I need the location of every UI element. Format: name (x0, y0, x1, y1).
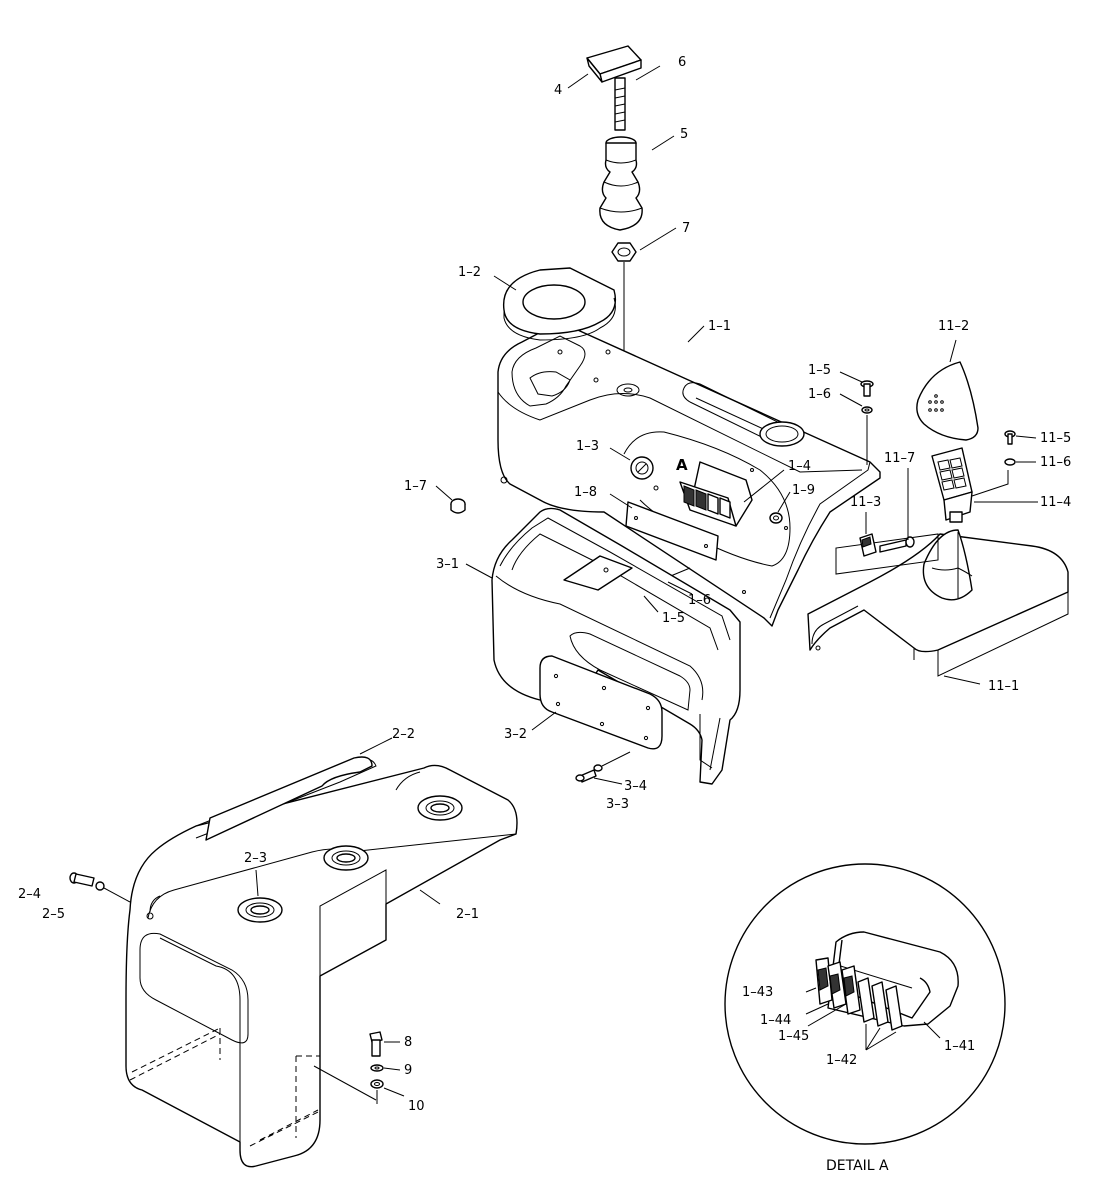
callout-3-2: 3–2 (504, 727, 527, 742)
callout-8: 8 (404, 1035, 412, 1050)
callout-11-6: 11–6 (1040, 455, 1071, 470)
callout-2-2: 2–2 (392, 727, 415, 742)
label-area-part-11 (835, 533, 939, 575)
ring-part-1-2 (502, 267, 617, 341)
callout-5: 5 (680, 127, 688, 142)
plate-part-3-2 (539, 655, 663, 750)
callout-6: 6 (678, 55, 686, 70)
callout-1-9: 1–9 (792, 483, 815, 498)
cover-part-2-2 (205, 756, 373, 841)
screw-part-3-3 (575, 769, 597, 783)
nut-part-7 (611, 242, 637, 262)
grommet-part-2-3-b (323, 845, 369, 871)
callout-1-5-bottom: 1–5 (662, 611, 685, 626)
callout-1-6-bottom: 1–6 (688, 593, 711, 608)
boot-part-5 (599, 136, 643, 231)
grommet-part-2-3-a (237, 897, 283, 923)
callout-1-5-top: 1–5 (808, 363, 831, 378)
lever-rod-part-6 (614, 77, 626, 131)
callout-9: 9 (404, 1063, 412, 1078)
base-part-2-1 (125, 759, 518, 1168)
bolt-part-8 (369, 1031, 383, 1057)
switch-part-11-4 (931, 447, 973, 523)
switch-panel-part-1-4 (679, 461, 753, 527)
callout-11-2: 11–2 (938, 319, 969, 334)
callout-1-2: 1–2 (458, 265, 481, 280)
callout-11-7: 11–7 (884, 451, 915, 466)
plate-part-1-8 (625, 501, 719, 561)
callout-10: 10 (408, 1099, 425, 1114)
plug-part-1-7 (450, 498, 466, 514)
switch-part-11-3 (859, 533, 877, 557)
bolt-part-2-4 (69, 872, 95, 887)
washer-part-1-6-top (861, 406, 873, 414)
callout-1-43: 1–43 (742, 985, 773, 1000)
callout-1-3: 1–3 (576, 439, 599, 454)
washer-part-11-6 (1004, 458, 1016, 466)
detail-marker-a: A (676, 456, 688, 474)
grommet-part-1-9 (769, 512, 783, 524)
callout-2-3: 2–3 (244, 851, 267, 866)
callout-1-42: 1–42 (826, 1053, 857, 1068)
callout-7: 7 (682, 221, 690, 236)
callout-3-4: 3–4 (624, 779, 647, 794)
screw-part-1-5-top (860, 380, 874, 397)
callout-1-44: 1–44 (760, 1013, 791, 1028)
callout-1-7: 1–7 (404, 479, 427, 494)
callout-11-3: 11–3 (850, 495, 881, 510)
grommet-part-2-3-c (417, 795, 463, 821)
callout-11-1: 11–1 (988, 679, 1019, 694)
callout-2-4: 2–4 (18, 887, 41, 902)
screw-part-11-5 (1004, 430, 1016, 445)
detail-a-circle (724, 863, 1006, 1145)
callout-1-8: 1–8 (574, 485, 597, 500)
side-cover-part-11-1 (807, 529, 1069, 677)
console-cover-part-1-1 (497, 321, 881, 627)
washer-part-2-5 (95, 881, 105, 891)
callout-11-5: 11–5 (1040, 431, 1071, 446)
callout-1-45: 1–45 (778, 1029, 809, 1044)
callout-11-4: 11–4 (1040, 495, 1071, 510)
callout-2-1: 2–1 (456, 907, 479, 922)
detail-a-title: DETAIL A (826, 1158, 889, 1174)
callout-3-1: 3–1 (436, 557, 459, 572)
callout-1-41: 1–41 (944, 1039, 975, 1054)
callout-2-5: 2–5 (42, 907, 65, 922)
callout-3-3: 3–3 (606, 797, 629, 812)
callout-4: 4 (554, 83, 562, 98)
callout-1-1: 1–1 (708, 319, 731, 334)
washer-part-3-4 (593, 764, 603, 772)
lever-knob-part-4 (586, 45, 642, 83)
callout-1-4: 1–4 (788, 459, 811, 474)
callout-1-6-top: 1–6 (808, 387, 831, 402)
washer-part-9 (370, 1064, 384, 1072)
washer-part-10 (370, 1079, 384, 1089)
cover-part-11-2 (916, 361, 979, 441)
